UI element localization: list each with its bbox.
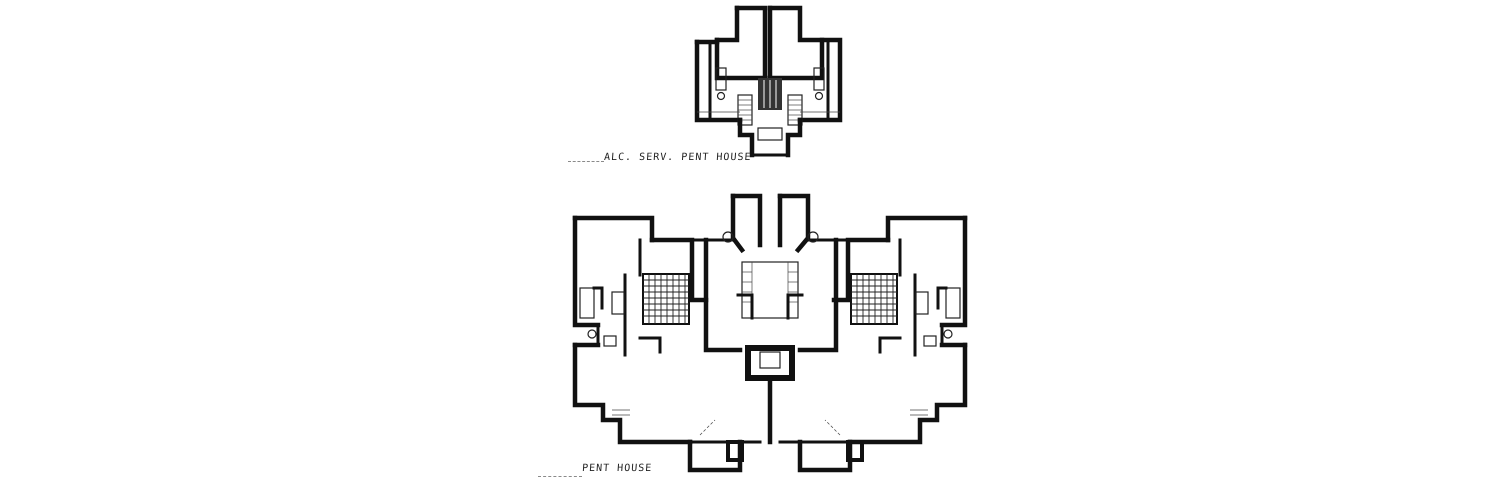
left-terrace-tiles bbox=[642, 273, 690, 325]
upper-plan-service bbox=[694, 5, 843, 158]
lower-plan-penthouse bbox=[572, 193, 968, 473]
lower-plan-label: PENT HOUSE bbox=[581, 463, 653, 474]
right-terrace-tiles bbox=[850, 273, 898, 325]
upper-caption-leader bbox=[568, 161, 604, 162]
upper-plan-label: ALC. SERV. PENT HOUSE bbox=[603, 152, 752, 163]
lower-caption-leader bbox=[538, 476, 582, 477]
